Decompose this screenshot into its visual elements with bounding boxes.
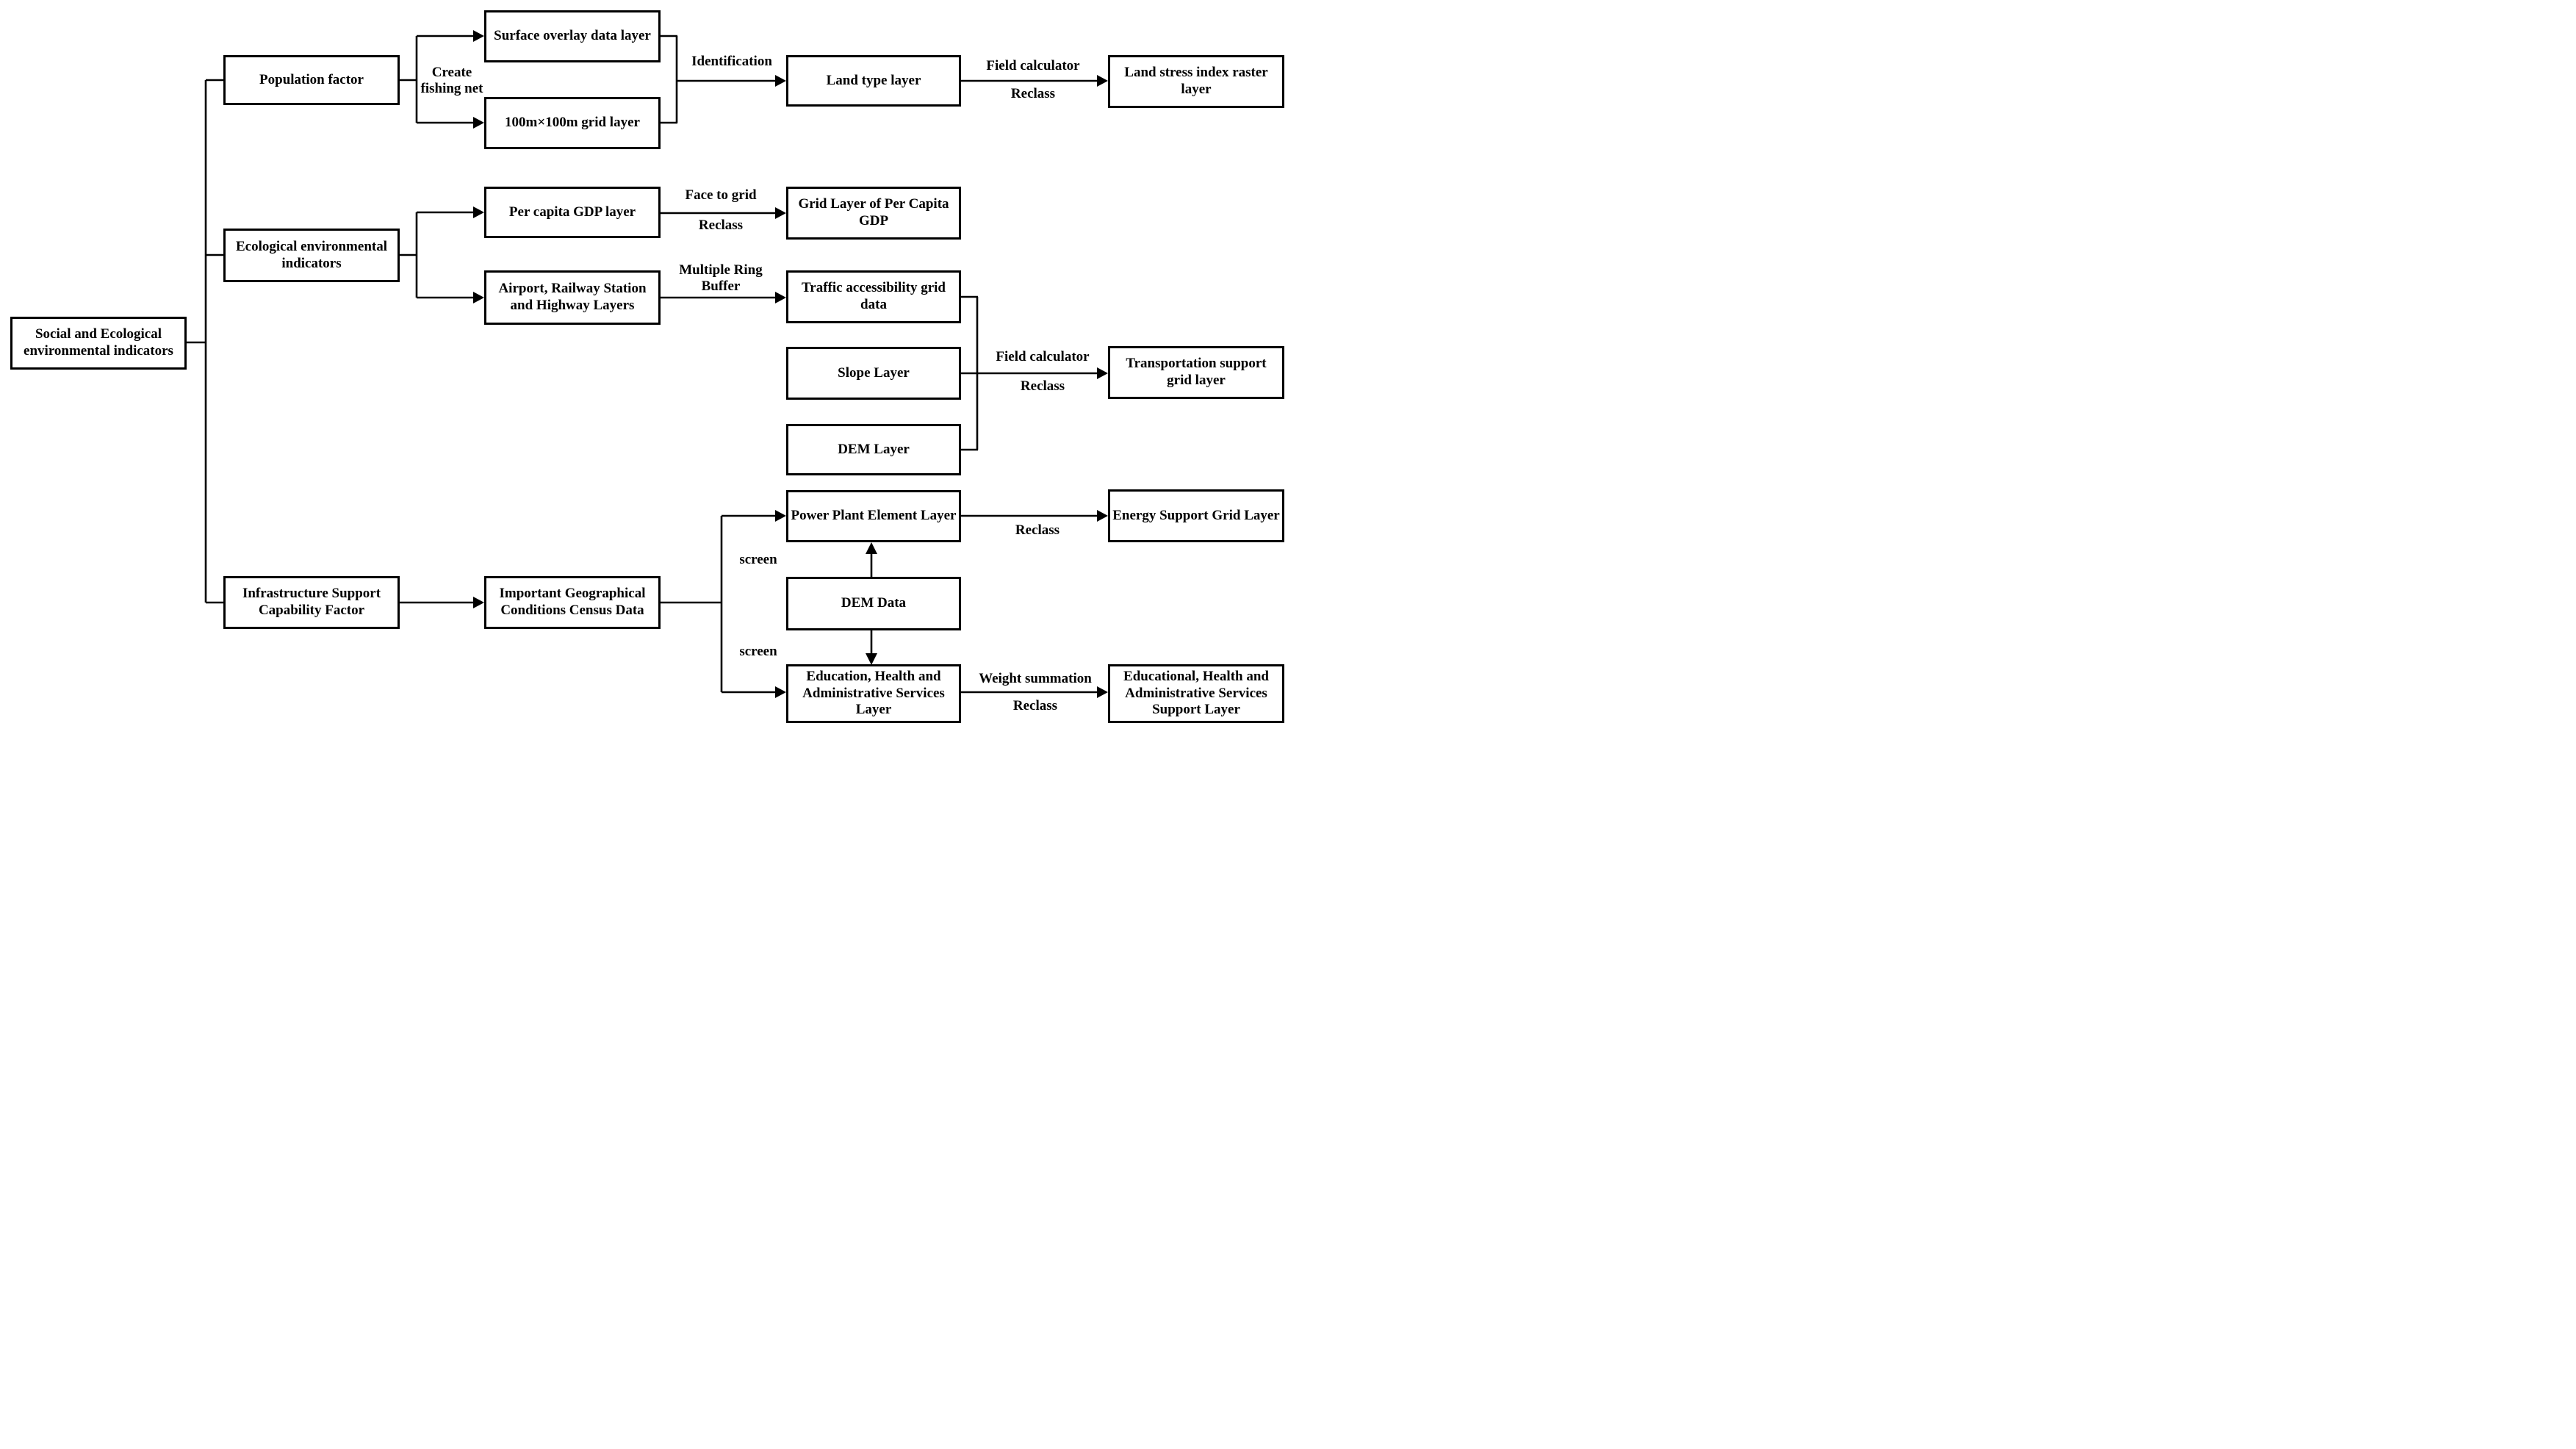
arrowhead-icon	[1097, 75, 1108, 87]
box-dem-data: DEM Data	[786, 577, 961, 630]
box-ecological-environmental-indicators: Ecological environmental indicators	[223, 229, 400, 282]
label-screen-power: screen	[739, 552, 777, 567]
box-infrastructure-support-factor: Infrastructure Support Capability Factor	[223, 576, 400, 629]
arrowhead-icon	[473, 206, 484, 218]
label-reclass-energy: Reclass	[1015, 522, 1060, 538]
arrowhead-icon	[775, 207, 786, 219]
box-energy-support-grid-layer: Energy Support Grid Layer	[1108, 489, 1284, 542]
box-power-plant-element-layer: Power Plant Element Layer	[786, 490, 961, 542]
label-identification: Identification	[691, 54, 772, 69]
box-slope-layer: Slope Layer	[786, 347, 961, 400]
arrowhead-up-icon	[866, 542, 877, 554]
label-screen-education: screen	[739, 644, 777, 659]
arrowheads	[473, 30, 1108, 698]
box-geographical-census-data: Important Geographical Conditions Census…	[484, 576, 661, 629]
arrowhead-icon	[473, 292, 484, 303]
label-reclass-land: Reclass	[1010, 86, 1056, 101]
box-education-support-layer: Educational, Health and Administrative S…	[1108, 664, 1284, 723]
arrowhead-icon	[775, 510, 786, 522]
box-population-factor: Population factor	[223, 55, 400, 105]
label-weight-summation: Weight summation	[979, 671, 1092, 686]
arrowhead-icon	[473, 30, 484, 42]
arrowhead-icon	[1097, 367, 1108, 379]
arrowhead-icon	[775, 292, 786, 303]
box-transportation-support-grid-layer: Transportation support grid layer	[1108, 346, 1284, 399]
arrowhead-icon	[775, 75, 786, 87]
box-dem-layer: DEM Layer	[786, 424, 961, 475]
box-social-ecological-indicators: Social and Ecological environmental indi…	[10, 317, 187, 370]
label-face-to-grid: Face to grid	[685, 187, 757, 203]
label-create-fishing-net: Create fishing net	[420, 65, 483, 97]
label-reclass-transport: Reclass	[1020, 378, 1065, 394]
arrowhead-icon	[473, 117, 484, 129]
connector-lines	[186, 30, 1108, 698]
box-100m-grid-layer: 100m×100m grid layer	[484, 97, 661, 149]
arrowhead-icon	[473, 597, 484, 608]
connector-path	[186, 35, 1098, 694]
label-multiple-ring-buffer: Multiple Ring Buffer	[679, 262, 763, 295]
box-surface-overlay-data-layer: Surface overlay data layer	[484, 10, 661, 62]
box-per-capita-gdp-layer: Per capita GDP layer	[484, 187, 661, 238]
box-land-stress-index-raster-layer: Land stress index raster layer	[1108, 55, 1284, 108]
box-airport-railway-highway-layers: Airport, Railway Station and Highway Lay…	[484, 270, 661, 325]
arrowhead-icon	[775, 686, 786, 698]
arrowhead-down-icon	[866, 653, 877, 665]
arrowhead-icon	[1097, 686, 1108, 698]
label-reclass-education: Reclass	[1012, 698, 1058, 713]
box-education-health-admin-layer: Education, Health and Administrative Ser…	[786, 664, 961, 723]
arrowhead-icon	[1097, 510, 1108, 522]
label-field-calculator-land: Field calculator	[986, 58, 1080, 73]
label-field-calculator-transport: Field calculator	[996, 349, 1090, 364]
box-traffic-accessibility-grid-data: Traffic accessibility grid data	[786, 270, 961, 323]
flowchart-canvas: Social and Ecological environmental indi…	[0, 0, 1288, 724]
label-reclass-gdp: Reclass	[698, 217, 744, 233]
box-grid-layer-per-capita-gdp: Grid Layer of Per Capita GDP	[786, 187, 961, 240]
box-land-type-layer: Land type layer	[786, 55, 961, 107]
